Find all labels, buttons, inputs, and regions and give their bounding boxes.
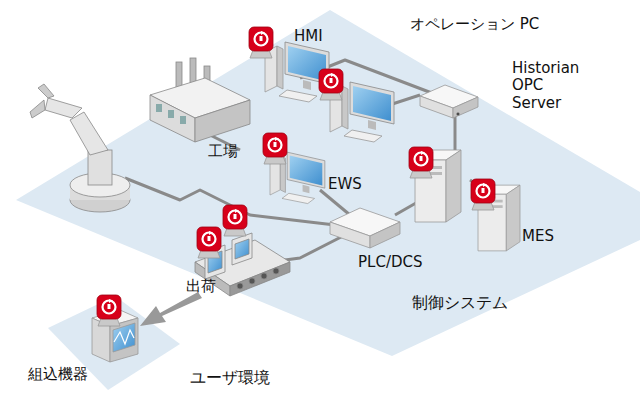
- security-badge: [409, 147, 433, 178]
- device-label: PLC/DCS: [358, 254, 422, 271]
- platform-shape: [16, 10, 640, 356]
- factory-icon: [150, 58, 250, 142]
- security-badge: [319, 69, 343, 100]
- security-badge: [471, 179, 495, 210]
- shipment-arrow: [140, 292, 202, 326]
- security-badge: [97, 295, 121, 326]
- device-label: HMI: [294, 28, 323, 45]
- device-label: 出荷: [186, 278, 216, 295]
- security-badge: [249, 27, 273, 58]
- device-label: 工場: [208, 143, 238, 160]
- security-badge: [223, 205, 247, 236]
- region-label: ユーザ環境: [190, 369, 270, 387]
- plc-box: [330, 208, 400, 248]
- security-badge: [197, 227, 221, 258]
- network-switch: [420, 85, 478, 118]
- robot-arm: [30, 84, 130, 212]
- device-label: EWS: [328, 176, 362, 193]
- region-label: 制御システム: [412, 294, 508, 312]
- security-badge: [263, 133, 287, 164]
- device-label: MES: [522, 228, 554, 245]
- device-label: Historian OPC Server: [512, 60, 579, 112]
- network-wire: [125, 60, 500, 262]
- device-label: オペレーション PC: [410, 16, 539, 33]
- device-label: 組込機器: [28, 366, 88, 383]
